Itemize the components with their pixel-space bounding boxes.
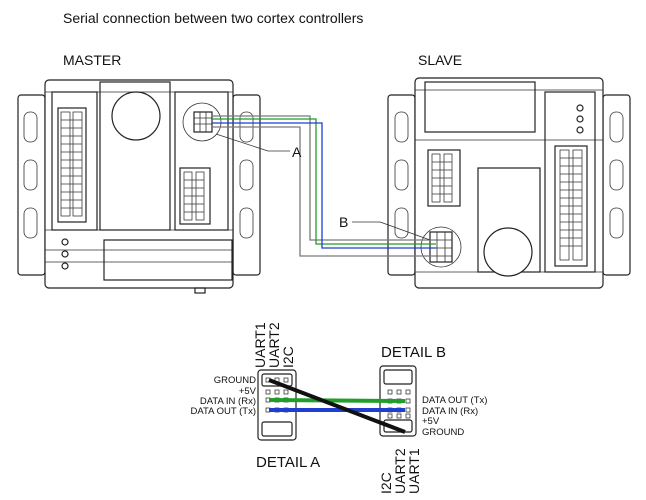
master-round-port	[111, 91, 161, 141]
slave-controller	[387, 77, 631, 289]
diagram-title: Serial connection between two cortex con…	[63, 10, 363, 26]
detail-b-port-uart1: UART1	[406, 448, 422, 494]
detail-a-title: DETAIL A	[256, 454, 320, 471]
slave-label: SLAVE	[418, 52, 462, 68]
detail-b-pin-5v: +5V	[422, 416, 440, 427]
detail-b-pin-ground: GROUND	[422, 427, 464, 438]
detail-a-pin-tx: DATA OUT (Tx)	[191, 406, 256, 417]
callout-a-leader	[215, 133, 269, 152]
wire-ground	[268, 378, 406, 434]
detail-a: UART1 UART2 I2C GROUND +5V DATA IN (Rx) …	[191, 322, 321, 471]
master-label: MASTER	[63, 52, 121, 68]
detail-b-port-uart2: UART2	[392, 448, 408, 494]
detail-b-title: DETAIL B	[381, 344, 446, 361]
detail-b-port-i2c: I2C	[378, 472, 394, 494]
detail-a-pin-ground: GROUND	[214, 375, 256, 386]
detail-wires	[268, 378, 406, 434]
detail-a-pin-rx: DATA IN (Rx)	[200, 396, 256, 407]
detail-b-pin-rx: DATA IN (Rx)	[422, 406, 478, 417]
detail-a-port-i2c: I2C	[280, 346, 296, 368]
master-pin-header	[60, 111, 83, 217]
detail-a-pin-5v: +5V	[239, 386, 257, 397]
slave-round-port	[483, 227, 533, 277]
wire-rx-to-tx	[268, 398, 406, 403]
master-uart-port	[193, 111, 213, 133]
slave-uart-port	[429, 231, 453, 263]
detail-a-port-uart2: UART2	[266, 322, 282, 368]
detail-b-pin-tx: DATA OUT (Tx)	[422, 395, 487, 406]
callout-b-label: B	[339, 214, 348, 230]
detail-b: DETAIL B DATA OUT (Tx) DATA IN (Rx) +5V …	[378, 344, 487, 494]
master-controller	[17, 79, 261, 294]
detail-a-port-uart1: UART1	[252, 322, 268, 368]
callout-a-label: A	[292, 144, 302, 160]
serial-cable	[212, 115, 436, 257]
slave-pin-header	[559, 149, 583, 261]
